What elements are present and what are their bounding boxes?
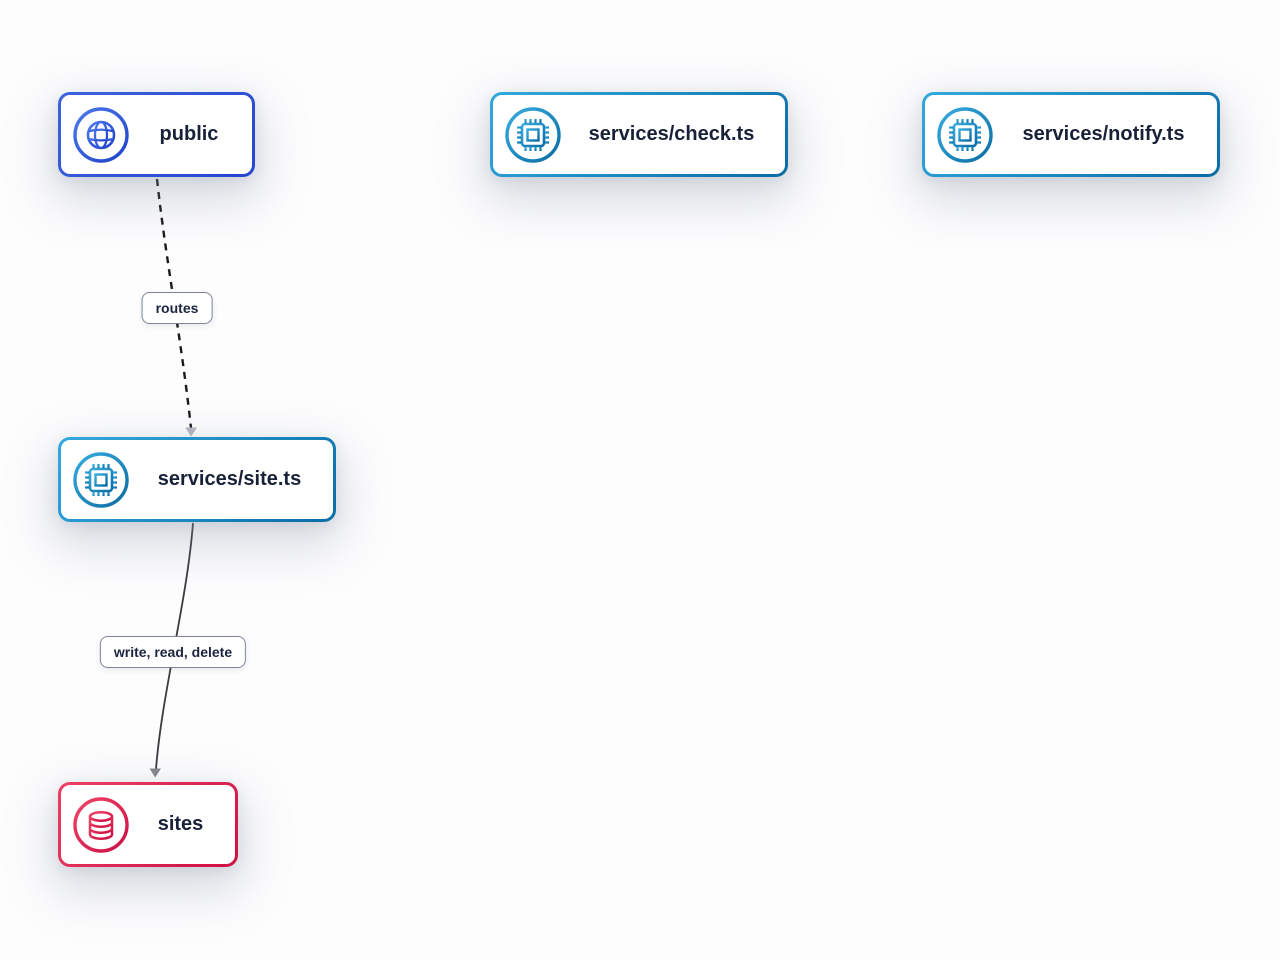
chip-icon [936,106,994,164]
edge-label-routes: routes [141,292,213,324]
node-public[interactable]: public [58,92,255,177]
arrowhead-edge-site-to-sites [149,768,161,778]
chip-icon [72,451,130,509]
database-icon [72,796,130,854]
node-services-notify[interactable]: services/notify.ts [922,92,1220,177]
chip-icon [504,106,562,164]
node-label-services-notify: services/notify.ts [1022,123,1185,145]
node-label-services-site: services/site.ts [157,468,302,490]
node-label-public: public [159,123,219,145]
arrowhead-edge-public-to-site [185,427,197,437]
node-services-site[interactable]: services/site.ts [58,437,336,522]
globe-icon [72,106,130,164]
node-label-sites: sites [157,813,204,835]
node-services-check[interactable]: services/check.ts [490,92,788,177]
edge-label-write-read-delete: write, read, delete [99,636,247,668]
node-sites[interactable]: sites [58,782,238,867]
node-label-services-check: services/check.ts [588,123,755,145]
